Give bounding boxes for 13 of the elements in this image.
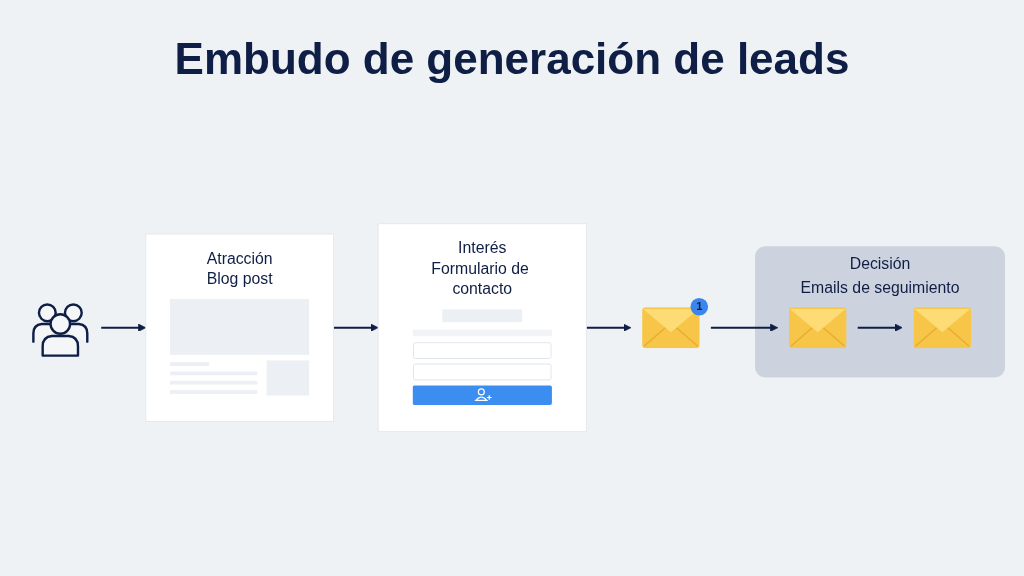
arrow [586,323,632,332]
blog-post-card [145,233,335,422]
card-title: Atracción Blog post [206,248,273,290]
arrow [101,323,147,332]
diagram-title: Embudo de generación de leads [174,34,850,85]
arrow [710,323,779,332]
arrow [333,323,379,332]
notification-badge: 1 [690,297,709,316]
envelope-icon [788,306,847,348]
contact-form-card [377,222,587,432]
arrow [857,323,903,332]
envelope-icon [913,306,972,348]
card-title: Interés Formulario de contacto [430,238,530,300]
